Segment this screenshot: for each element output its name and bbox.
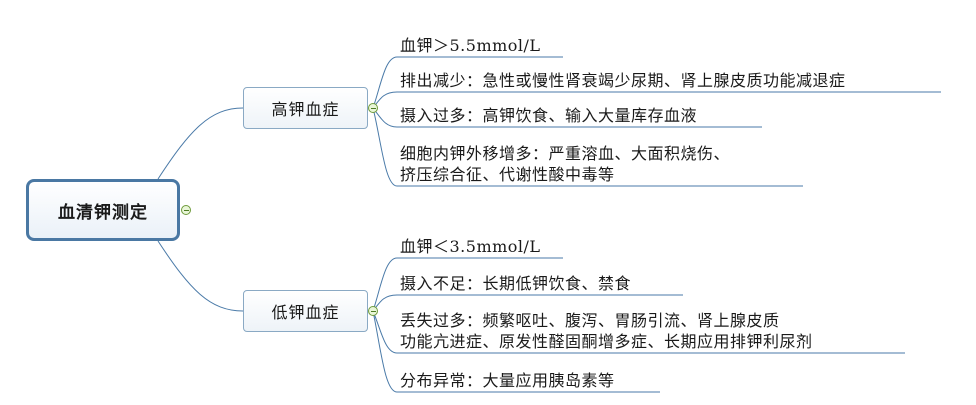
leaf-line: 血钾＞5.5mmol/L xyxy=(400,36,541,55)
leaf-line: 血钾＜3.5mmol/L xyxy=(400,237,541,256)
collapse-toggle-icon[interactable] xyxy=(368,306,378,316)
leaf-low-excess-loss[interactable]: 丢失过多：频繁呕吐、腹泻、胃肠引流、肾上腺皮质 功能亢进症、原发性醛固酮增多症、… xyxy=(400,310,813,352)
branch-label: 低钾血症 xyxy=(271,303,340,322)
leaf-line: 摄入不足：长期低钾饮食、禁食 xyxy=(400,274,632,293)
leaf-line: 细胞内钾外移增多：严重溶血、大面积烧伤、 xyxy=(400,144,731,163)
leaf-high-excess-intake[interactable]: 摄入过多：高钾饮食、输入大量库存血液 xyxy=(400,105,697,126)
connector-root-to-high xyxy=(157,107,244,180)
root-node[interactable]: 血清钾测定 xyxy=(26,179,180,241)
leaf-high-threshold[interactable]: 血钾＞5.5mmol/L xyxy=(400,35,541,56)
branch-node-low-potassium[interactable]: 低钾血症 xyxy=(243,290,368,332)
leaf-line: 丢失过多：频繁呕吐、腹泻、胃肠引流、肾上腺皮质 xyxy=(400,311,780,330)
leaf-line: 排出减少：急性或慢性肾衰竭少尿期、肾上腺皮质功能减退症 xyxy=(400,71,846,90)
leaf-high-cellular-shift[interactable]: 细胞内钾外移增多：严重溶血、大面积烧伤、 挤压综合征、代谢性酸中毒等 xyxy=(400,143,730,185)
leaf-low-insufficient-intake[interactable]: 摄入不足：长期低钾饮食、禁食 xyxy=(400,273,631,294)
branch-node-high-potassium[interactable]: 高钾血症 xyxy=(243,87,368,129)
collapse-toggle-icon[interactable] xyxy=(368,103,378,113)
leaf-line: 挤压综合征、代谢性酸中毒等 xyxy=(400,165,615,184)
leaf-low-distribution[interactable]: 分布异常：大量应用胰岛素等 xyxy=(400,370,615,391)
connector-root-to-low xyxy=(157,240,244,312)
leaf-line: 分布异常：大量应用胰岛素等 xyxy=(400,371,615,390)
collapse-toggle-icon[interactable] xyxy=(181,205,191,215)
branch-label: 高钾血症 xyxy=(271,100,340,119)
leaf-line: 功能亢进症、原发性醛固酮增多症、长期应用排钾利尿剂 xyxy=(400,332,813,351)
leaf-low-threshold[interactable]: 血钾＜3.5mmol/L xyxy=(400,236,541,257)
leaf-high-reduced-excretion[interactable]: 排出减少：急性或慢性肾衰竭少尿期、肾上腺皮质功能减退症 xyxy=(400,70,846,91)
root-label: 血清钾测定 xyxy=(58,202,148,223)
leaf-line: 摄入过多：高钾饮食、输入大量库存血液 xyxy=(400,106,698,125)
